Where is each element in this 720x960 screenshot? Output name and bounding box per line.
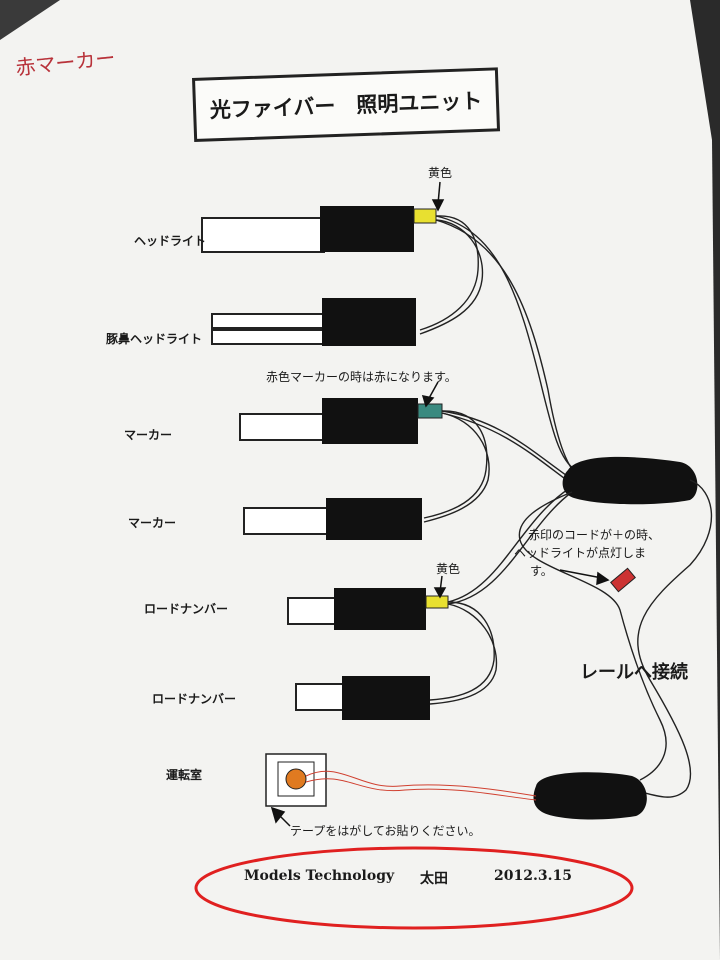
road1-led-yellow (425, 595, 449, 609)
label-headlight: ヘッドライト (134, 234, 207, 248)
annotation-cord-line-3: す。 (530, 564, 553, 578)
marker1-fiber (239, 413, 327, 441)
label-marker-2: マーカー (128, 516, 177, 530)
footer-date: 2012.3.15 (494, 868, 572, 884)
annotation-red-marker: 赤色マーカーの時は赤になります。 (266, 370, 457, 384)
label-cab: 運転室 (166, 768, 203, 782)
upper-connector (562, 456, 698, 505)
document-title: 光ファイバー 照明ユニット (192, 67, 501, 142)
paper-shadow (0, 0, 60, 40)
label-road-number-2: ロードナンバー (152, 692, 237, 706)
label-buta-headlight: 豚鼻ヘッドライト (106, 332, 203, 346)
road1-fiber (287, 597, 339, 625)
lower-connector (533, 772, 647, 820)
annotation-rail-connect: レールへ接続 (580, 662, 688, 683)
wires (419, 215, 579, 705)
marker2-block (326, 498, 422, 540)
buta-headlight-fiber-top (211, 313, 327, 329)
rail-wires (518, 479, 713, 798)
road2-fiber (295, 683, 345, 711)
label-marker-1: マーカー (124, 428, 173, 442)
road2-block (342, 676, 430, 720)
road1-block (334, 588, 426, 630)
annotation-yellow-road: 黄色 (436, 562, 461, 576)
cab-wire (305, 770, 537, 801)
annotation-cord-line-1: 赤印のコードが＋の時、 (528, 528, 661, 542)
headlight-fiber (201, 217, 325, 253)
annotation-cord-line-2: ヘッドライトが点灯しま (514, 546, 647, 560)
headlight-block (320, 206, 414, 252)
annotation-tape: テープをはがしてお貼りください。 (290, 824, 481, 838)
headlight-led-yellow (413, 208, 437, 224)
marker1-led-teal (417, 403, 443, 419)
annotation-yellow-top: 黄色 (428, 166, 453, 180)
red-cord-marker (610, 567, 636, 593)
footer-highlight-ellipse (194, 846, 634, 930)
footer-name: 太田 (420, 871, 448, 887)
marker2-fiber (243, 507, 331, 535)
arrows (270, 181, 610, 827)
label-road-number-1: ロードナンバー (144, 602, 229, 616)
marker1-block (322, 398, 418, 444)
buta-headlight-fiber-bottom (211, 329, 327, 345)
cab-led (285, 768, 307, 790)
buta-headlight-block (322, 298, 416, 346)
footer-company: Models Technology (244, 868, 395, 884)
